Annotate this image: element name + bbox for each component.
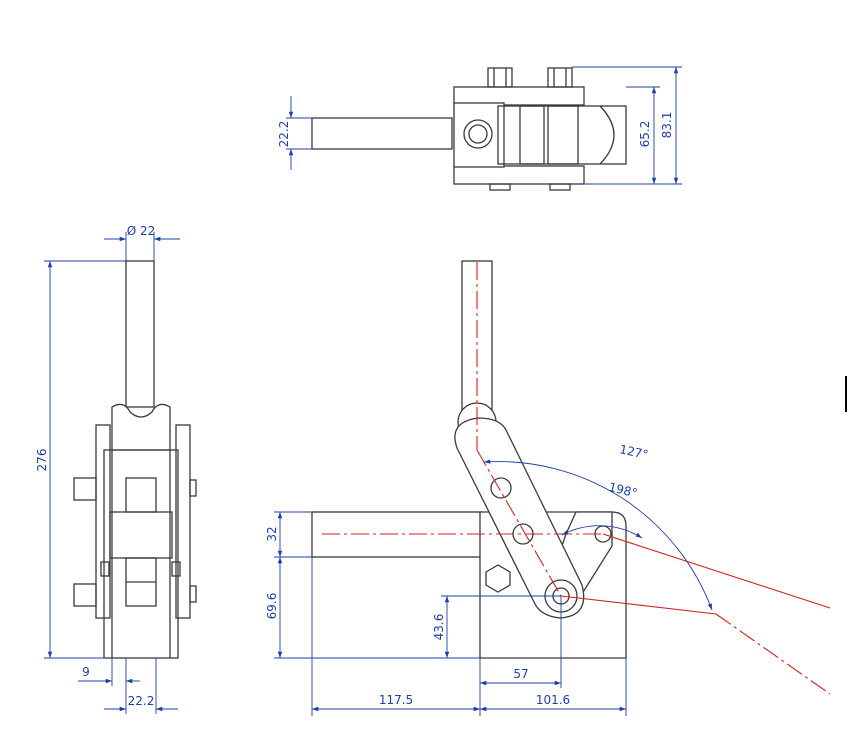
bar-length-dim: 117.5 [379,693,413,707]
side-view: 127° 198° 32 69.6 43.6 57 117.5 101.6 [265,260,831,716]
front-base-width-dim: 22.2 [128,694,155,708]
bar-thickness-dim: 32 [265,526,279,541]
top-view: 22.2 65.2 83.1 [277,66,682,191]
handle-angle-dim: 127° [618,442,649,462]
base-length-dim: 101.6 [536,693,570,707]
pivot-height-dim: 43.6 [432,614,446,641]
front-base-offset-dim: 9 [82,665,90,679]
front-handle-diameter-dim: Ø 22 [127,224,156,238]
top-handle-diameter-dim: 22.2 [277,121,291,148]
link-angle-dim: 198° [607,480,638,501]
top-body-width-dim: 65.2 [638,121,652,148]
front-overall-height-dim: 276 [35,449,49,472]
pivot-offset-dim: 57 [513,667,528,681]
base-height-dim: 69.6 [265,593,279,620]
top-overall-width-dim: 83.1 [660,112,674,139]
front-view: Ø 22 276 9 22.2 [35,224,197,714]
